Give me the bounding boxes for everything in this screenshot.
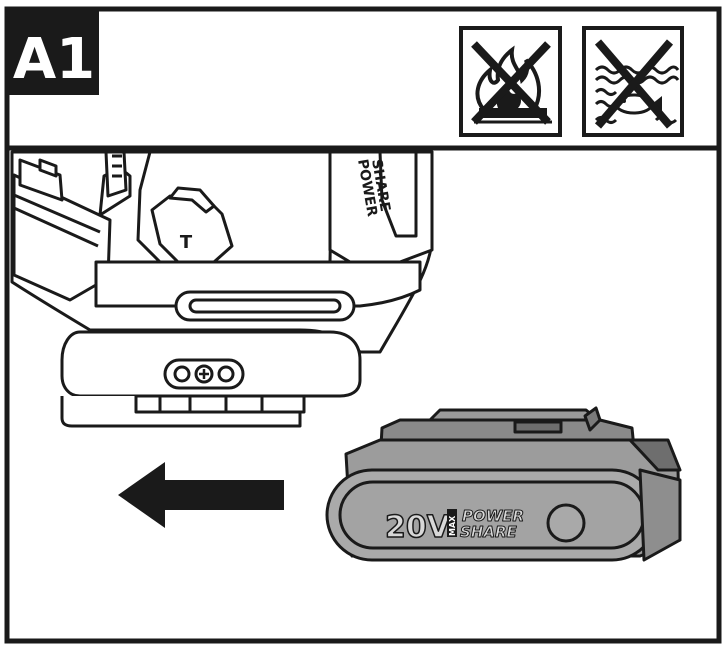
battery-brand-1: POWER <box>462 507 524 525</box>
battery-voltage: 20V <box>385 510 451 545</box>
battery-max-text: MAX <box>448 515 457 536</box>
tool-body: T POWER SHARE <box>10 150 434 428</box>
outer-frame <box>4 6 722 644</box>
battery-pack: 20V MAX POWER SHARE <box>325 406 682 562</box>
lock-switch-letter: T <box>180 232 193 253</box>
step-label: A1 <box>9 11 99 95</box>
no-water-icon <box>582 26 684 137</box>
insert-direction-arrow <box>118 462 284 528</box>
step-label-text: A1 <box>13 27 95 92</box>
battery-brand-2: SHARE <box>460 523 518 541</box>
no-fire-icon <box>459 26 562 137</box>
